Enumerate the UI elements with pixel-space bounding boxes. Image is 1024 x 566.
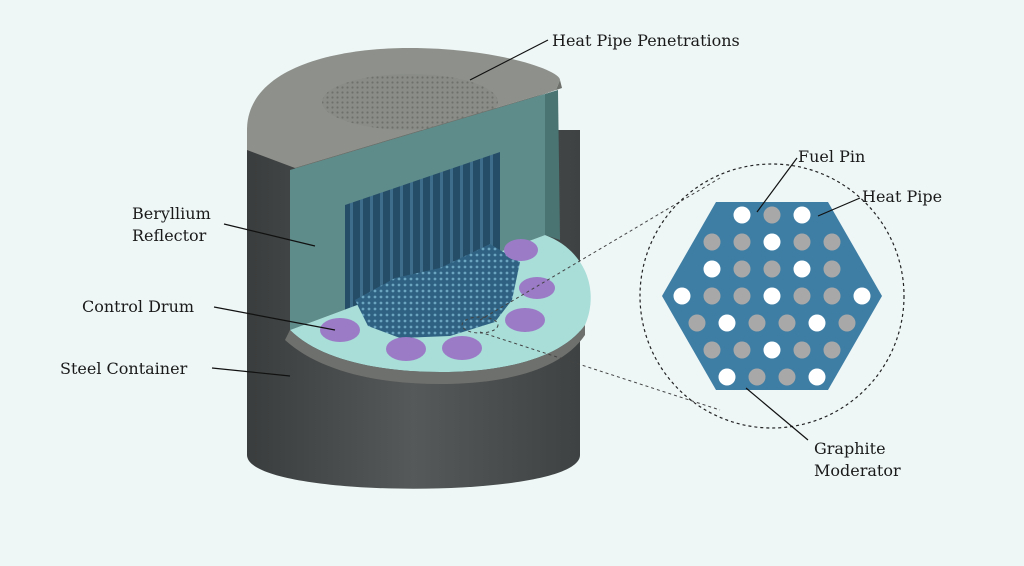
heat-pipe-pin: [793, 206, 811, 224]
fuel-pin: [688, 314, 706, 332]
control-drum: [320, 318, 360, 342]
lattice-pins: [673, 206, 871, 386]
fuel-pin: [703, 341, 721, 359]
label-heat-pipe-penetrations: Heat Pipe Penetrations: [552, 31, 740, 50]
lattice-zoom: [639, 163, 905, 429]
heat-pipe-pin: [763, 287, 781, 305]
fuel-pin: [778, 368, 796, 386]
fuel-pin: [703, 233, 721, 251]
fuel-pin: [703, 287, 721, 305]
control-drum: [504, 239, 538, 261]
label-moderator: Moderator: [814, 461, 901, 480]
label-reflector: Reflector: [132, 226, 207, 245]
heat-pipe-pin: [673, 287, 691, 305]
heat-pipe-pin: [733, 206, 751, 224]
control-drum: [519, 277, 555, 299]
fuel-pin: [793, 287, 811, 305]
fuel-pin: [823, 341, 841, 359]
fuel-pin: [763, 260, 781, 278]
fuel-pin: [823, 260, 841, 278]
heat-pipe-pin: [718, 314, 736, 332]
zoom-guides: [461, 177, 721, 411]
fuel-pin: [748, 314, 766, 332]
heat-pipe-pin: [763, 233, 781, 251]
leader-lines: [211, 39, 861, 441]
label-beryllium: Beryllium: [132, 204, 211, 223]
fuel-pin: [733, 287, 751, 305]
fuel-pin: [733, 233, 751, 251]
heat-pipe-pin: [763, 341, 781, 359]
fuel-pin: [838, 314, 856, 332]
fuel-pin: [748, 368, 766, 386]
fuel-pin: [793, 233, 811, 251]
fuel-pin: [733, 341, 751, 359]
heat-pipe-pin: [808, 314, 826, 332]
fuel-core: [355, 244, 520, 338]
fuel-pin: [793, 341, 811, 359]
heat-pipe-pin: [853, 287, 871, 305]
control-drums: [320, 239, 555, 361]
fuel-pin: [733, 260, 751, 278]
control-drum: [442, 336, 482, 360]
label-control-drum: Control Drum: [82, 297, 194, 316]
label-steel-container: Steel Container: [60, 359, 188, 378]
label-fuel-pin: Fuel Pin: [798, 147, 865, 166]
heat-pipe-pin: [808, 368, 826, 386]
label-graphite: Graphite: [814, 439, 886, 458]
fuel-pin: [823, 287, 841, 305]
zoom-circle: [639, 163, 905, 429]
heat-pipe-pin: [703, 260, 721, 278]
fuel-pin: [778, 314, 796, 332]
control-drum: [505, 308, 545, 332]
label-heat-pipe: Heat Pipe: [862, 187, 942, 206]
heat-pipe-pin: [718, 368, 736, 386]
fuel-pin: [823, 233, 841, 251]
control-drum: [386, 337, 426, 361]
fuel-pin: [763, 206, 781, 224]
heat-pipe-pin: [793, 260, 811, 278]
heat-pipe-penetrations-area: [322, 74, 498, 130]
